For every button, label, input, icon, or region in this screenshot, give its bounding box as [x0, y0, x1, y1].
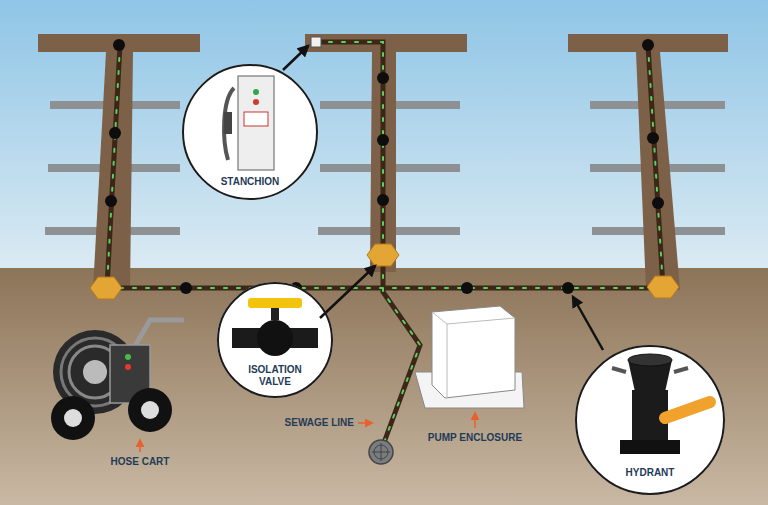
callout-circle: ISOLATION VALVE — [217, 282, 333, 398]
part-label: HOSE CART — [111, 456, 170, 467]
callout-circle: HYDRANT — [575, 345, 725, 495]
callout-label: STANCHION — [221, 176, 280, 188]
part-label: SEWAGE LINE — [285, 417, 354, 428]
callout-circle: STANCHION — [182, 64, 318, 200]
part-label: PUMP ENCLOSURE — [428, 432, 522, 443]
callout-label: ISOLATION VALVE — [240, 364, 310, 388]
callout-label: HYDRANT — [626, 467, 675, 479]
